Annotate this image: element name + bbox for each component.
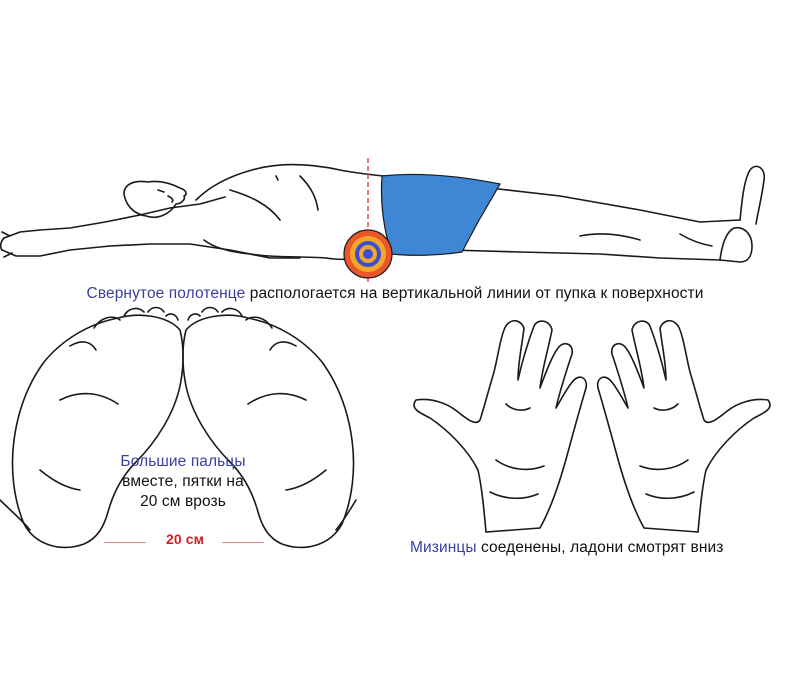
- hands: [413, 319, 771, 533]
- left-hand: [413, 319, 588, 533]
- distance-line-right: [222, 542, 264, 543]
- lower-foot: [719, 226, 753, 263]
- leg-detail: [579, 233, 713, 247]
- hands-caption-rest: соеденены, ладони смотрят вниз: [476, 539, 724, 556]
- hands-caption: Мизинцы соеденены, ладони смотрят вниз: [410, 539, 723, 557]
- feet-caption: Большие пальцы вместе, пятки на 20 см вр…: [108, 452, 258, 512]
- face-detail: [157, 189, 174, 203]
- feet: [0, 306, 357, 549]
- towel-caption-highlight: Свернутое полотенце: [86, 285, 246, 302]
- feet-caption-highlight: Большие пальцы: [120, 453, 246, 470]
- left-sole-detail: [0, 392, 119, 531]
- towel-caption: Свернутое полотенце распологается на вер…: [0, 285, 790, 303]
- right-hand-detail: [639, 403, 695, 500]
- left-toes: [69, 306, 179, 351]
- hands-caption-highlight: Мизинцы: [410, 539, 477, 556]
- left-hand-detail: [489, 403, 545, 500]
- right-toes: [187, 306, 297, 351]
- distance-line-left: [104, 542, 146, 543]
- feet-caption-line2: вместе, пятки на: [122, 473, 244, 490]
- left-sole: [11, 314, 184, 549]
- shorts: [380, 173, 501, 256]
- towel-caption-rest: распологается на вертикальной линии от п…: [245, 285, 704, 302]
- right-sole-detail: [247, 392, 357, 531]
- head: [123, 180, 187, 219]
- left-arm: [3, 196, 226, 239]
- hand-overhead: [0, 231, 13, 258]
- upper-foot: [739, 165, 766, 225]
- torso-detail: [229, 175, 319, 221]
- feet-caption-line3: 20 см врозь: [140, 493, 226, 510]
- upper-leg: [489, 187, 741, 223]
- right-hand: [596, 319, 771, 533]
- lower-leg: [449, 249, 721, 261]
- right-sole: [182, 314, 355, 549]
- right-arm: [1, 243, 301, 259]
- distance-label: 20 см: [165, 531, 205, 547]
- rolled-towel: [343, 229, 393, 279]
